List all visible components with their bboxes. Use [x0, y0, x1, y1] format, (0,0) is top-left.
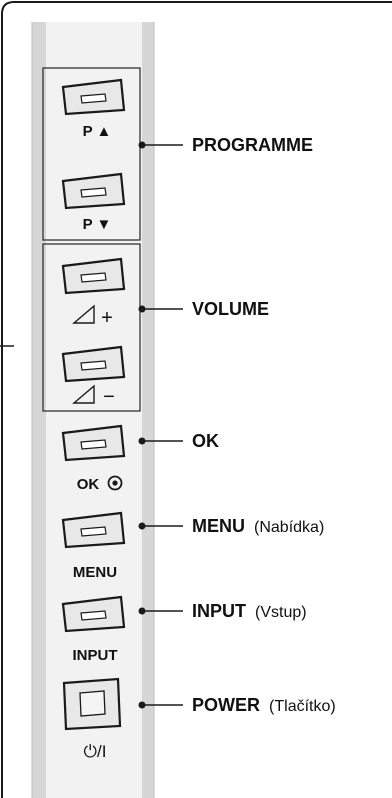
programme-down-caption: P ▼	[83, 216, 112, 233]
power-label: POWER (Tlačítko)	[192, 695, 336, 715]
menu-caption: MENU	[73, 564, 117, 581]
volume-up-caption: +	[101, 307, 113, 329]
volume-down-caption: −	[103, 386, 115, 408]
programme-group-box	[42, 67, 141, 241]
volume-triangle-icon	[72, 304, 95, 324]
input-label: INPUT (Vstup)	[192, 601, 307, 621]
ok-label: OK	[192, 431, 219, 451]
menu-label-sub: (Nabídka)	[254, 519, 324, 536]
input-label-sub: (Vstup)	[255, 604, 307, 621]
ok-caption: OK	[77, 476, 100, 493]
volume-label: VOLUME	[192, 299, 269, 319]
callout-volume	[138, 305, 183, 313]
programme-up-button[interactable]	[61, 78, 126, 116]
power-label-main: POWER	[192, 695, 260, 715]
programme-label: PROGRAMME	[192, 135, 313, 155]
menu-label-main: MENU	[192, 516, 245, 536]
input-caption: INPUT	[73, 647, 118, 664]
programme-down-button[interactable]	[61, 172, 126, 210]
callout-menu	[138, 522, 183, 530]
ok-button[interactable]	[61, 424, 126, 462]
power-label-sub: (Tlačítko)	[269, 698, 336, 715]
programme-up-caption: P ▲	[83, 123, 112, 140]
menu-label: MENU (Nabídka)	[192, 516, 324, 536]
callout-programme	[138, 141, 183, 149]
callout-input	[138, 607, 183, 615]
volume-down-button[interactable]	[61, 345, 126, 383]
menu-button[interactable]	[61, 511, 126, 549]
volume-triangle-icon	[72, 384, 95, 404]
input-button[interactable]	[61, 595, 126, 633]
callout-power	[138, 701, 183, 709]
input-label-main: INPUT	[192, 601, 246, 621]
power-caption: ⏻/I	[84, 742, 107, 761]
target-circle-icon	[107, 475, 123, 491]
panel-highlight	[46, 22, 142, 798]
power-button[interactable]	[62, 677, 122, 731]
volume-up-button[interactable]	[61, 257, 126, 295]
volume-group-box	[42, 243, 141, 412]
callout-ok	[138, 437, 183, 445]
